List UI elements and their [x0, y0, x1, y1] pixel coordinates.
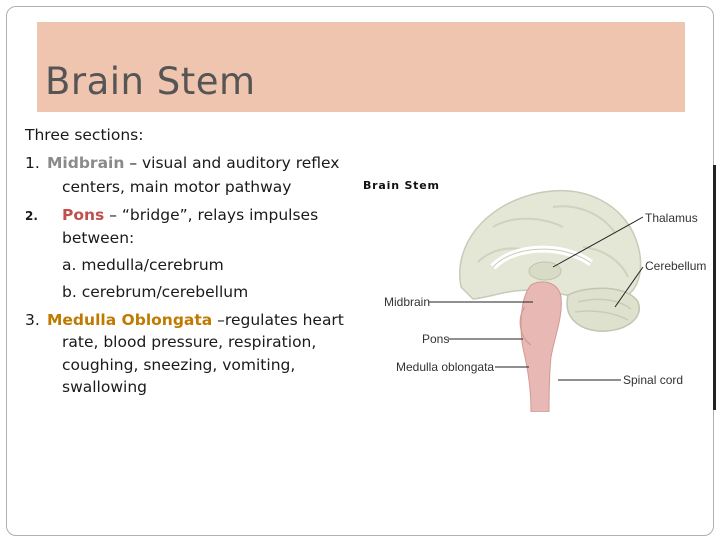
list-item-midbrain: 1. Midbrain – visual and auditory reflex [25, 151, 339, 175]
brain-stem-figure: Brain Stem [353, 167, 713, 412]
item-text: –regulates heart [212, 311, 344, 329]
intro-text: Three sections: [25, 126, 144, 144]
brain-illustration [429, 189, 644, 412]
list-item-pons: 2. Pons – “bridge”, relays impulses [25, 203, 318, 228]
item-text: – “bridge”, relays impulses [104, 206, 319, 224]
item-text: – visual and auditory reflex [124, 154, 340, 172]
cerebellum-shape [566, 287, 641, 332]
label-pons: Pons [422, 332, 450, 346]
item-continuation: centers, main motor pathway [62, 178, 292, 196]
item-continuation: coughing, sneezing, vomiting, [62, 356, 296, 374]
slide: Brain Stem Three sections: 1. Midbrain – … [6, 6, 714, 536]
figure-title: Brain Stem [363, 179, 440, 192]
edge-bar [713, 165, 716, 410]
slide-title: Brain Stem [45, 60, 256, 103]
item-continuation: b. cerebrum/cerebellum [62, 283, 249, 301]
list-number: 3. [25, 311, 40, 329]
brain-stem-shape [520, 281, 562, 412]
item-continuation: rate, blood pressure, respiration, [62, 333, 317, 351]
term-pons: Pons [62, 206, 105, 224]
label-spinal-cord: Spinal cord [623, 373, 684, 387]
label-medulla-oblongata: Medulla oblongata [396, 360, 495, 374]
item-continuation: a. medulla/cerebrum [62, 256, 224, 274]
title-band: Brain Stem [37, 22, 685, 112]
item-continuation: swallowing [62, 378, 147, 396]
term-midbrain: Midbrain [47, 154, 125, 172]
term-medulla-oblongata: Medulla Oblongata [47, 311, 213, 329]
label-midbrain: Midbrain [384, 295, 431, 309]
label-cerebellum: Cerebellum [645, 259, 707, 273]
list-number: 2. [25, 209, 38, 223]
list-item-medulla: 3. Medulla Oblongata –regulates heart [25, 308, 344, 332]
item-continuation: between: [62, 229, 135, 247]
label-thalamus: Thalamus [645, 211, 698, 225]
pons-bulge [519, 306, 532, 346]
list-number: 1. [25, 154, 40, 172]
